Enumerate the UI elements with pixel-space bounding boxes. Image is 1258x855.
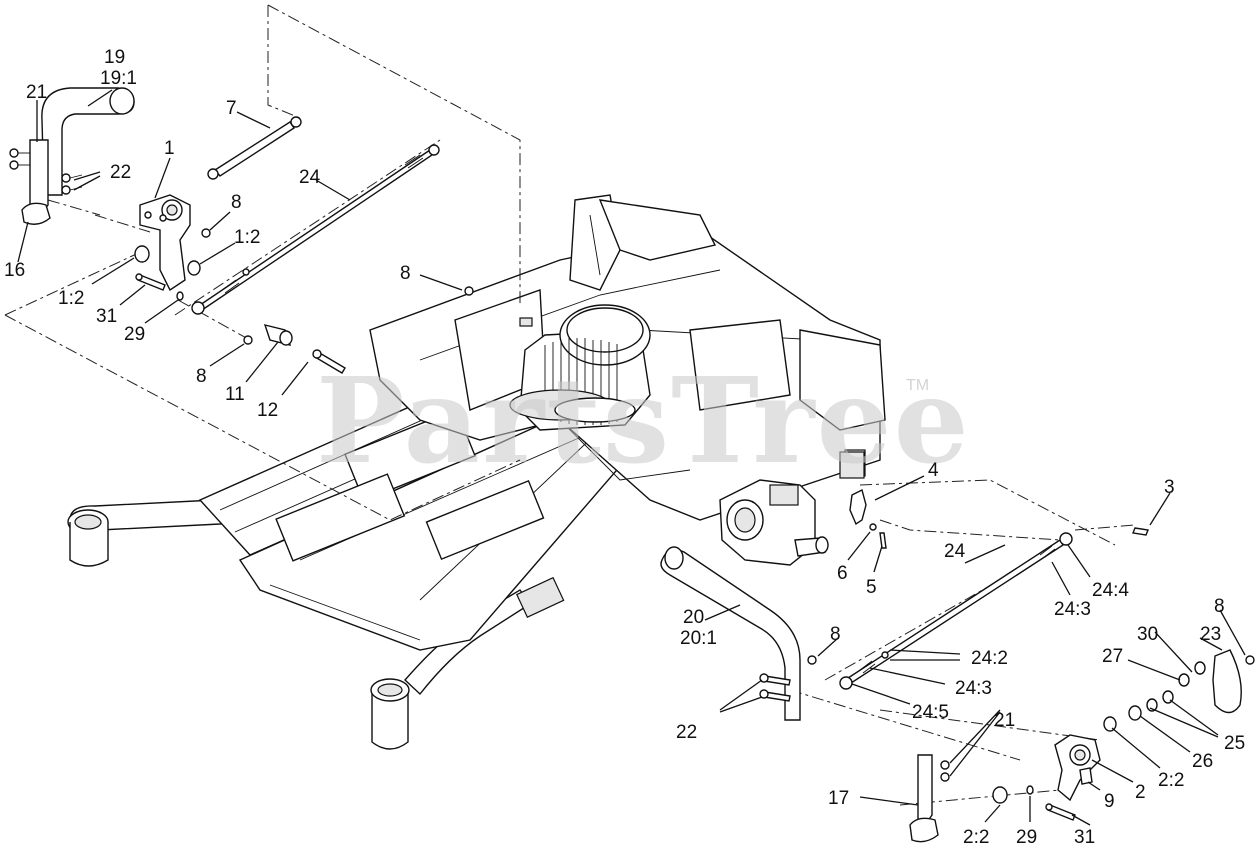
callout-4: 4	[928, 460, 939, 481]
callout-19-1: 19:1	[100, 68, 137, 89]
callout-22: 22	[110, 162, 131, 183]
callout-24-2: 24:2	[971, 648, 1008, 669]
callout-1-2: 1:2	[234, 227, 260, 248]
engine	[509, 304, 651, 431]
callout-24-3: 24:3	[1054, 599, 1091, 620]
callout-31: 31	[96, 306, 117, 327]
callout-31: 31	[1074, 827, 1095, 848]
callout-17: 17	[828, 788, 849, 809]
callout-3: 3	[1164, 477, 1175, 498]
callout-16: 16	[4, 260, 25, 281]
assembly-lines	[4, 4, 1136, 806]
callout-6: 6	[837, 563, 848, 584]
callout-8: 8	[1214, 596, 1225, 617]
callout-11: 11	[225, 384, 245, 405]
callout-21: 21	[26, 82, 47, 103]
callout-24: 24	[299, 167, 321, 188]
mower-frame	[67, 194, 886, 750]
callout-24-5: 24:5	[912, 702, 949, 723]
callout-30: 30	[1137, 624, 1158, 645]
callout-26: 26	[1192, 751, 1213, 772]
callout-20-1: 20:1	[680, 628, 717, 649]
callout-19: 19	[104, 47, 125, 68]
watermark: PartsTree TM	[316, 351, 971, 490]
watermark-text: PartsTree	[316, 351, 971, 490]
callout-5: 5	[866, 577, 877, 598]
callout-25: 25	[1224, 733, 1245, 754]
hydro-pump	[719, 479, 829, 566]
callout-2: 2	[1135, 782, 1146, 803]
callout-21: 21	[994, 710, 1015, 731]
callout-24-4: 24:4	[1092, 580, 1129, 601]
callout-8: 8	[830, 624, 841, 645]
callout-labels: 19 19:1 21 1 22 7 24 8 1:2 16 1:2 31 29 …	[4, 47, 1245, 848]
callout-2-2: 2:2	[1158, 770, 1184, 791]
callout-24-3: 24:3	[955, 678, 992, 699]
callout-8: 8	[400, 263, 411, 284]
callout-8: 8	[196, 366, 207, 387]
callout-12: 12	[257, 400, 278, 421]
callout-20: 20	[683, 607, 704, 628]
right-control-assembly	[660, 488, 1255, 843]
callout-23: 23	[1200, 624, 1221, 645]
callout-29: 29	[124, 324, 145, 345]
callout-1-2: 1:2	[58, 288, 84, 309]
callout-27: 27	[1102, 646, 1123, 667]
callout-29: 29	[1016, 827, 1037, 848]
callout-2-2: 2:2	[963, 827, 989, 848]
callout-1: 1	[164, 138, 175, 159]
left-control-assembly	[9, 87, 474, 374]
callout-8: 8	[231, 192, 242, 213]
callout-9: 9	[1104, 791, 1115, 812]
watermark-trademark: TM	[906, 377, 929, 394]
callout-7: 7	[226, 98, 237, 119]
callout-22: 22	[676, 722, 697, 743]
leader-lines	[17, 89, 1246, 826]
callout-24: 24	[944, 541, 966, 562]
